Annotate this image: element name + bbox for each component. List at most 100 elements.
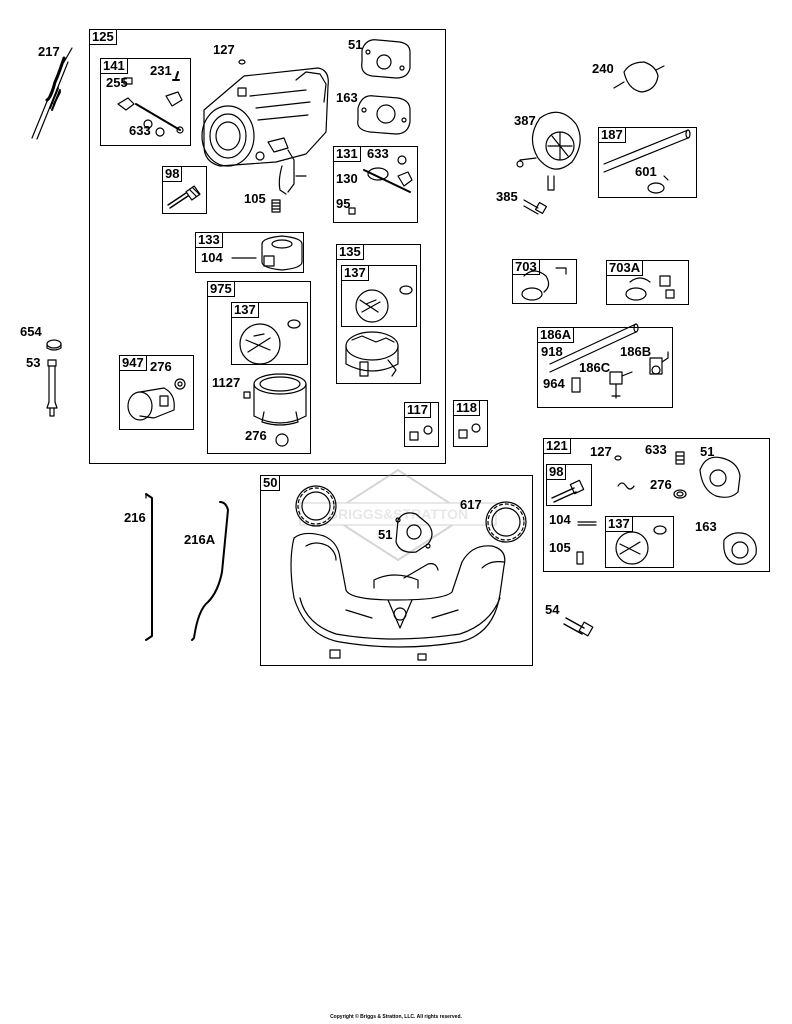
box-label-187: 187 — [598, 127, 626, 143]
part-163-gasket-kit — [723, 532, 757, 565]
part-137-gasket-set-a — [355, 285, 413, 323]
box-label-947: 947 — [119, 355, 147, 371]
label-105-kit: 105 — [549, 540, 571, 555]
label-216A: 216A — [184, 532, 216, 547]
brand-watermark: BRIGGS&STRATTON — [299, 469, 497, 561]
box-label-118: 118 — [453, 400, 480, 416]
group-box-187 — [598, 127, 697, 198]
part-617-gasket-left — [295, 485, 337, 527]
label-387: 387 — [514, 113, 536, 128]
label-95: 95 — [336, 196, 351, 211]
part-975-float-bowl — [243, 373, 307, 447]
group-box-141 — [100, 58, 191, 146]
label-54: 54 — [545, 602, 560, 617]
label-104-carb: 104 — [201, 250, 223, 265]
label-617: 617 — [460, 497, 482, 512]
label-51-kit: 51 — [700, 444, 715, 459]
part-carburetor-body — [201, 67, 329, 195]
part-216-rod — [145, 493, 153, 641]
part-105-screw — [271, 199, 281, 213]
part-240-fuel-filter — [613, 61, 665, 93]
group-box-131 — [333, 146, 418, 223]
part-186C-valve — [609, 371, 633, 399]
group-box-135 — [336, 244, 421, 384]
label-633-141: 633 — [129, 123, 151, 138]
part-703A-clamp — [625, 275, 675, 301]
part-918-fuel-line — [549, 323, 639, 373]
group-box-125 — [89, 29, 446, 464]
part-387-fuel-pump — [516, 111, 581, 191]
part-spring-kit — [617, 482, 635, 490]
box-label-98-kit: 98 — [546, 464, 567, 480]
label-276-bowl: 276 — [245, 428, 267, 443]
label-216: 216 — [124, 510, 146, 525]
group-box-947 — [119, 355, 194, 430]
part-54-bolt — [563, 617, 594, 637]
box-label-137-b: 137 — [231, 302, 259, 318]
label-633-131: 633 — [367, 146, 389, 161]
part-703-clamp — [521, 267, 567, 301]
box-label-135: 135 — [336, 244, 364, 260]
part-217-governor-spring — [31, 47, 73, 140]
label-654: 654 — [20, 324, 42, 339]
label-240: 240 — [592, 61, 614, 76]
label-186C: 186C — [579, 360, 611, 375]
label-163-kit: 163 — [695, 519, 717, 534]
part-127-oring — [238, 59, 246, 65]
group-box-975 — [207, 281, 311, 454]
group-box-137-a — [341, 265, 417, 327]
part-117-fitting — [409, 425, 433, 441]
part-51-gasket-manifold — [395, 512, 433, 553]
label-186B: 186B — [620, 344, 652, 359]
part-127-oring-kit — [614, 455, 622, 461]
group-box-137-b — [231, 302, 308, 365]
part-186B-valve — [649, 351, 669, 375]
part-131-throttle-shaft — [348, 155, 413, 215]
label-231: 231 — [150, 63, 172, 78]
label-276-solenoid: 276 — [150, 359, 172, 374]
part-51-gasket — [361, 39, 411, 79]
part-163-gasket — [357, 95, 411, 135]
box-label-133: 133 — [195, 232, 223, 248]
label-127-top: 127 — [213, 42, 235, 57]
part-617-gasket-right — [485, 501, 527, 543]
group-box-133 — [195, 232, 304, 273]
box-label-975: 975 — [207, 281, 235, 297]
group-box-98-carb — [162, 166, 207, 214]
box-label-50: 50 — [260, 475, 281, 491]
group-box-50 — [260, 475, 533, 666]
part-137-gasket-set-c — [615, 525, 667, 565]
label-255: 255 — [106, 75, 128, 90]
part-137-gasket-set-b — [239, 319, 301, 365]
label-163-top: 163 — [336, 90, 358, 105]
label-105-carb: 105 — [244, 191, 266, 206]
box-label-186A: 186A — [537, 327, 575, 343]
group-box-703 — [512, 259, 577, 304]
box-label-117: 117 — [404, 402, 431, 418]
label-217: 217 — [38, 44, 60, 59]
label-53: 53 — [26, 355, 41, 370]
label-130: 130 — [336, 171, 358, 186]
label-51-manifold: 51 — [378, 527, 393, 542]
box-label-703A: 703A — [606, 260, 644, 276]
part-98-screw-kit — [551, 479, 585, 503]
part-654-nut — [46, 339, 62, 351]
group-box-186A — [537, 327, 673, 408]
part-105-kit — [576, 551, 584, 565]
part-98-screw — [167, 185, 201, 209]
part-133-float — [231, 235, 303, 271]
label-633-kit: 633 — [645, 442, 667, 457]
label-918: 918 — [541, 344, 563, 359]
label-385: 385 — [496, 189, 518, 204]
box-label-137-c: 137 — [605, 516, 633, 532]
svg-text:BRIGGS&STRATTON: BRIGGS&STRATTON — [328, 506, 468, 522]
part-118-fitting — [458, 423, 481, 439]
box-label-141: 141 — [100, 58, 128, 74]
label-51-top: 51 — [348, 37, 363, 52]
part-104-kit — [577, 521, 597, 526]
box-label-131: 131 — [333, 146, 361, 162]
group-box-137-c — [605, 516, 674, 568]
box-label-98-carb: 98 — [162, 166, 183, 182]
label-601: 601 — [635, 164, 657, 179]
